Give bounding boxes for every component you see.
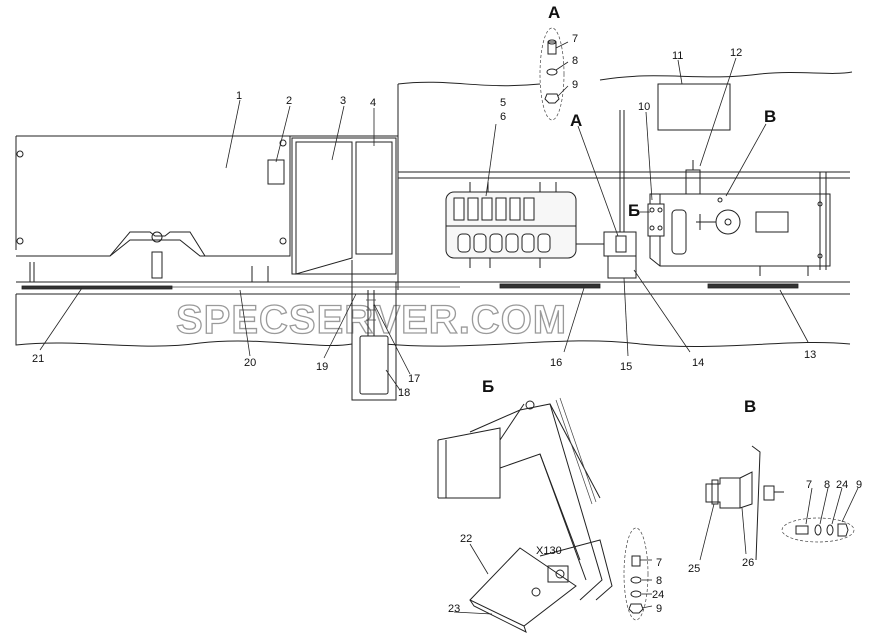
callout-8-top: 8 bbox=[572, 55, 578, 67]
callout-20: 20 bbox=[244, 357, 256, 369]
fuse-block-5-6 bbox=[445, 182, 604, 268]
callout-7-v: 7 bbox=[806, 479, 812, 491]
detail-v bbox=[705, 445, 855, 561]
strip-21 bbox=[21, 285, 173, 290]
connector-label: X130 bbox=[536, 545, 562, 557]
callout-25: 25 bbox=[688, 563, 700, 575]
view-label-b-main: Б bbox=[628, 201, 640, 220]
panel-1 bbox=[16, 135, 291, 282]
callout-6: 6 bbox=[500, 111, 506, 123]
callout-24-b: 24 bbox=[652, 589, 664, 601]
callout-9-b: 9 bbox=[656, 603, 662, 615]
view-label-a-top: А bbox=[548, 3, 560, 22]
callout-8-v: 8 bbox=[824, 479, 830, 491]
callout-26: 26 bbox=[742, 557, 754, 569]
callout-9-v: 9 bbox=[856, 479, 862, 491]
view-label-v-detail: В bbox=[744, 397, 756, 416]
callout-1: 1 bbox=[236, 90, 242, 102]
view-label-b-detail: Б bbox=[482, 377, 494, 396]
callout-7-top: 7 bbox=[572, 33, 578, 45]
detail-b bbox=[437, 397, 649, 633]
callout-10: 10 bbox=[638, 101, 650, 113]
callout-12: 12 bbox=[730, 47, 742, 59]
plate-2 bbox=[267, 159, 285, 185]
callout-23: 23 bbox=[448, 603, 460, 615]
callout-numbers: 1 2 3 4 5 6 7 8 9 10 11 12 13 14 15 16 1… bbox=[32, 33, 862, 615]
doors-3-4 bbox=[251, 137, 397, 282]
callout-8-b: 8 bbox=[656, 575, 662, 587]
view-label-v-main: В bbox=[764, 107, 776, 126]
chassis-frame bbox=[15, 71, 853, 348]
callout-14: 14 bbox=[692, 357, 704, 369]
strip-13 bbox=[707, 283, 799, 289]
callout-5: 5 bbox=[500, 97, 506, 109]
strip-16 bbox=[499, 283, 601, 289]
callout-24-v: 24 bbox=[836, 479, 848, 491]
view-a-fasteners bbox=[539, 27, 565, 121]
callout-22: 22 bbox=[460, 533, 472, 545]
callout-19: 19 bbox=[316, 361, 328, 373]
callout-7-b: 7 bbox=[656, 557, 662, 569]
callout-2: 2 bbox=[286, 95, 292, 107]
control-unit bbox=[647, 160, 831, 276]
tank-18 bbox=[359, 335, 389, 395]
callout-21: 21 bbox=[32, 353, 44, 365]
callout-9-top: 9 bbox=[572, 79, 578, 91]
relay-14-15 bbox=[603, 231, 637, 279]
box-11 bbox=[657, 83, 731, 131]
callout-13: 13 bbox=[804, 349, 816, 361]
view-label-a-main: А bbox=[570, 111, 582, 130]
callout-17: 17 bbox=[408, 373, 420, 385]
pipe-assembly-17-18 bbox=[351, 260, 397, 401]
callout-11: 11 bbox=[672, 50, 683, 62]
callout-15: 15 bbox=[620, 361, 632, 373]
callout-16: 16 bbox=[550, 357, 562, 369]
callout-3: 3 bbox=[340, 95, 346, 107]
leader-lines bbox=[39, 41, 859, 615]
callout-4: 4 bbox=[370, 97, 376, 109]
callout-18: 18 bbox=[398, 387, 410, 399]
